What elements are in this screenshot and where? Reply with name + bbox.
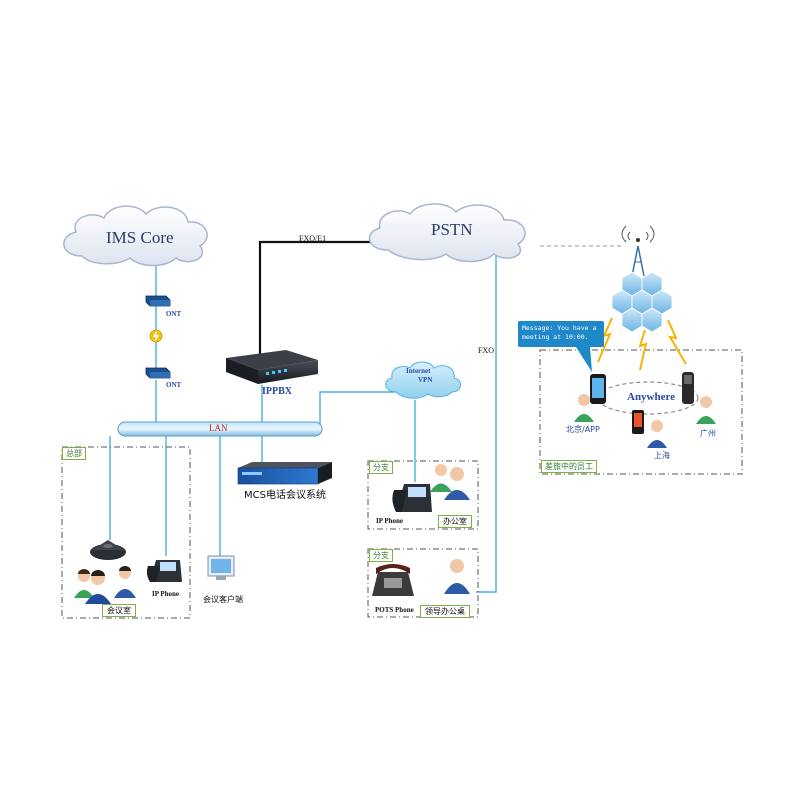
ip-phone-branch-label: IP Phone bbox=[376, 517, 404, 525]
fxo-e1-label: FXO/E1 bbox=[299, 234, 327, 243]
branch2-person-icon bbox=[444, 559, 470, 594]
person-guangzhou-icon bbox=[696, 396, 716, 424]
lan-label: LAN bbox=[209, 423, 228, 433]
ip-phone-hq-label: IP Phone bbox=[152, 590, 180, 598]
meeting-room-tag: 会议室 bbox=[102, 604, 136, 617]
beijing-label: 北京/APP bbox=[566, 425, 600, 434]
pstn-cloud bbox=[368, 203, 526, 263]
mobile-zone-tag: 差旅中的员工 bbox=[541, 460, 597, 473]
branch1-zone-frame bbox=[367, 460, 479, 530]
conference-phone-icon bbox=[90, 540, 126, 560]
lan-vpn-link bbox=[319, 391, 400, 424]
person-beijing-icon bbox=[574, 394, 594, 422]
leader-desk-tag: 领导办公桌 bbox=[420, 605, 470, 618]
ont-device-bottom bbox=[145, 367, 171, 379]
smartphone-beijing-icon bbox=[590, 374, 606, 404]
hq-people-icon bbox=[74, 566, 136, 604]
hq-zone-tag: 总部 bbox=[62, 447, 86, 460]
fxo-e1-link bbox=[258, 240, 380, 358]
person-shanghai-icon bbox=[647, 420, 667, 448]
wireless-bolts bbox=[597, 317, 687, 371]
conference-client-icon bbox=[207, 555, 235, 580]
bubble-tail bbox=[576, 347, 592, 372]
smartphone-shanghai-icon bbox=[632, 410, 644, 434]
office-tag: 办公室 bbox=[438, 515, 472, 528]
mcs-label: MCS电话会议系统 bbox=[244, 490, 326, 501]
guangzhou-label: 广州 bbox=[700, 429, 716, 438]
internet-label: Internet bbox=[406, 367, 431, 375]
hq-zone-frame bbox=[61, 446, 191, 619]
branch1-people-icon bbox=[430, 464, 470, 500]
internet-vpn-cloud bbox=[385, 361, 461, 399]
ip-phone-branch-icon bbox=[392, 484, 432, 512]
ont-device-top bbox=[145, 295, 171, 307]
pstn-label: PSTN bbox=[431, 220, 473, 239]
message-bubble: Message: You have a meeting at 10:00. bbox=[518, 321, 604, 347]
pots-phone-icon bbox=[372, 564, 414, 596]
branch2-zone-tag: 分支 bbox=[369, 549, 393, 562]
lightning-icon bbox=[149, 329, 163, 343]
mobile-zone-frame bbox=[539, 349, 743, 475]
ont-bottom-label: ONT bbox=[166, 381, 182, 389]
branch1-zone-tag: 分支 bbox=[369, 461, 393, 474]
shanghai-label: 上海 bbox=[654, 451, 670, 460]
fxo-label: FXO bbox=[478, 346, 495, 355]
conference-client-label: 会议客户端 bbox=[203, 595, 243, 604]
pstn-pots-link bbox=[476, 256, 497, 593]
anywhere-ellipse bbox=[597, 381, 699, 415]
ippbx-label: IPPBX bbox=[262, 386, 292, 397]
mcs-server bbox=[237, 462, 332, 485]
pots-phone-label: POTS Phone bbox=[375, 606, 414, 614]
anywhere-label: Anywhere bbox=[627, 391, 676, 403]
ims-core-label: IMS Core bbox=[106, 228, 174, 247]
feature-phone-guangzhou-icon bbox=[682, 372, 694, 404]
ims-core-cloud bbox=[63, 205, 208, 267]
ont-top-label: ONT bbox=[166, 310, 182, 318]
vpn-label: VPN bbox=[418, 376, 433, 384]
ip-phone-hq-icon bbox=[146, 560, 182, 582]
ippbx-device bbox=[226, 350, 318, 384]
lan-bus bbox=[117, 421, 323, 437]
cell-tower-icon bbox=[621, 225, 655, 277]
hex-cell-network bbox=[611, 271, 673, 333]
connections bbox=[109, 240, 624, 593]
branch2-zone-frame bbox=[367, 548, 479, 618]
